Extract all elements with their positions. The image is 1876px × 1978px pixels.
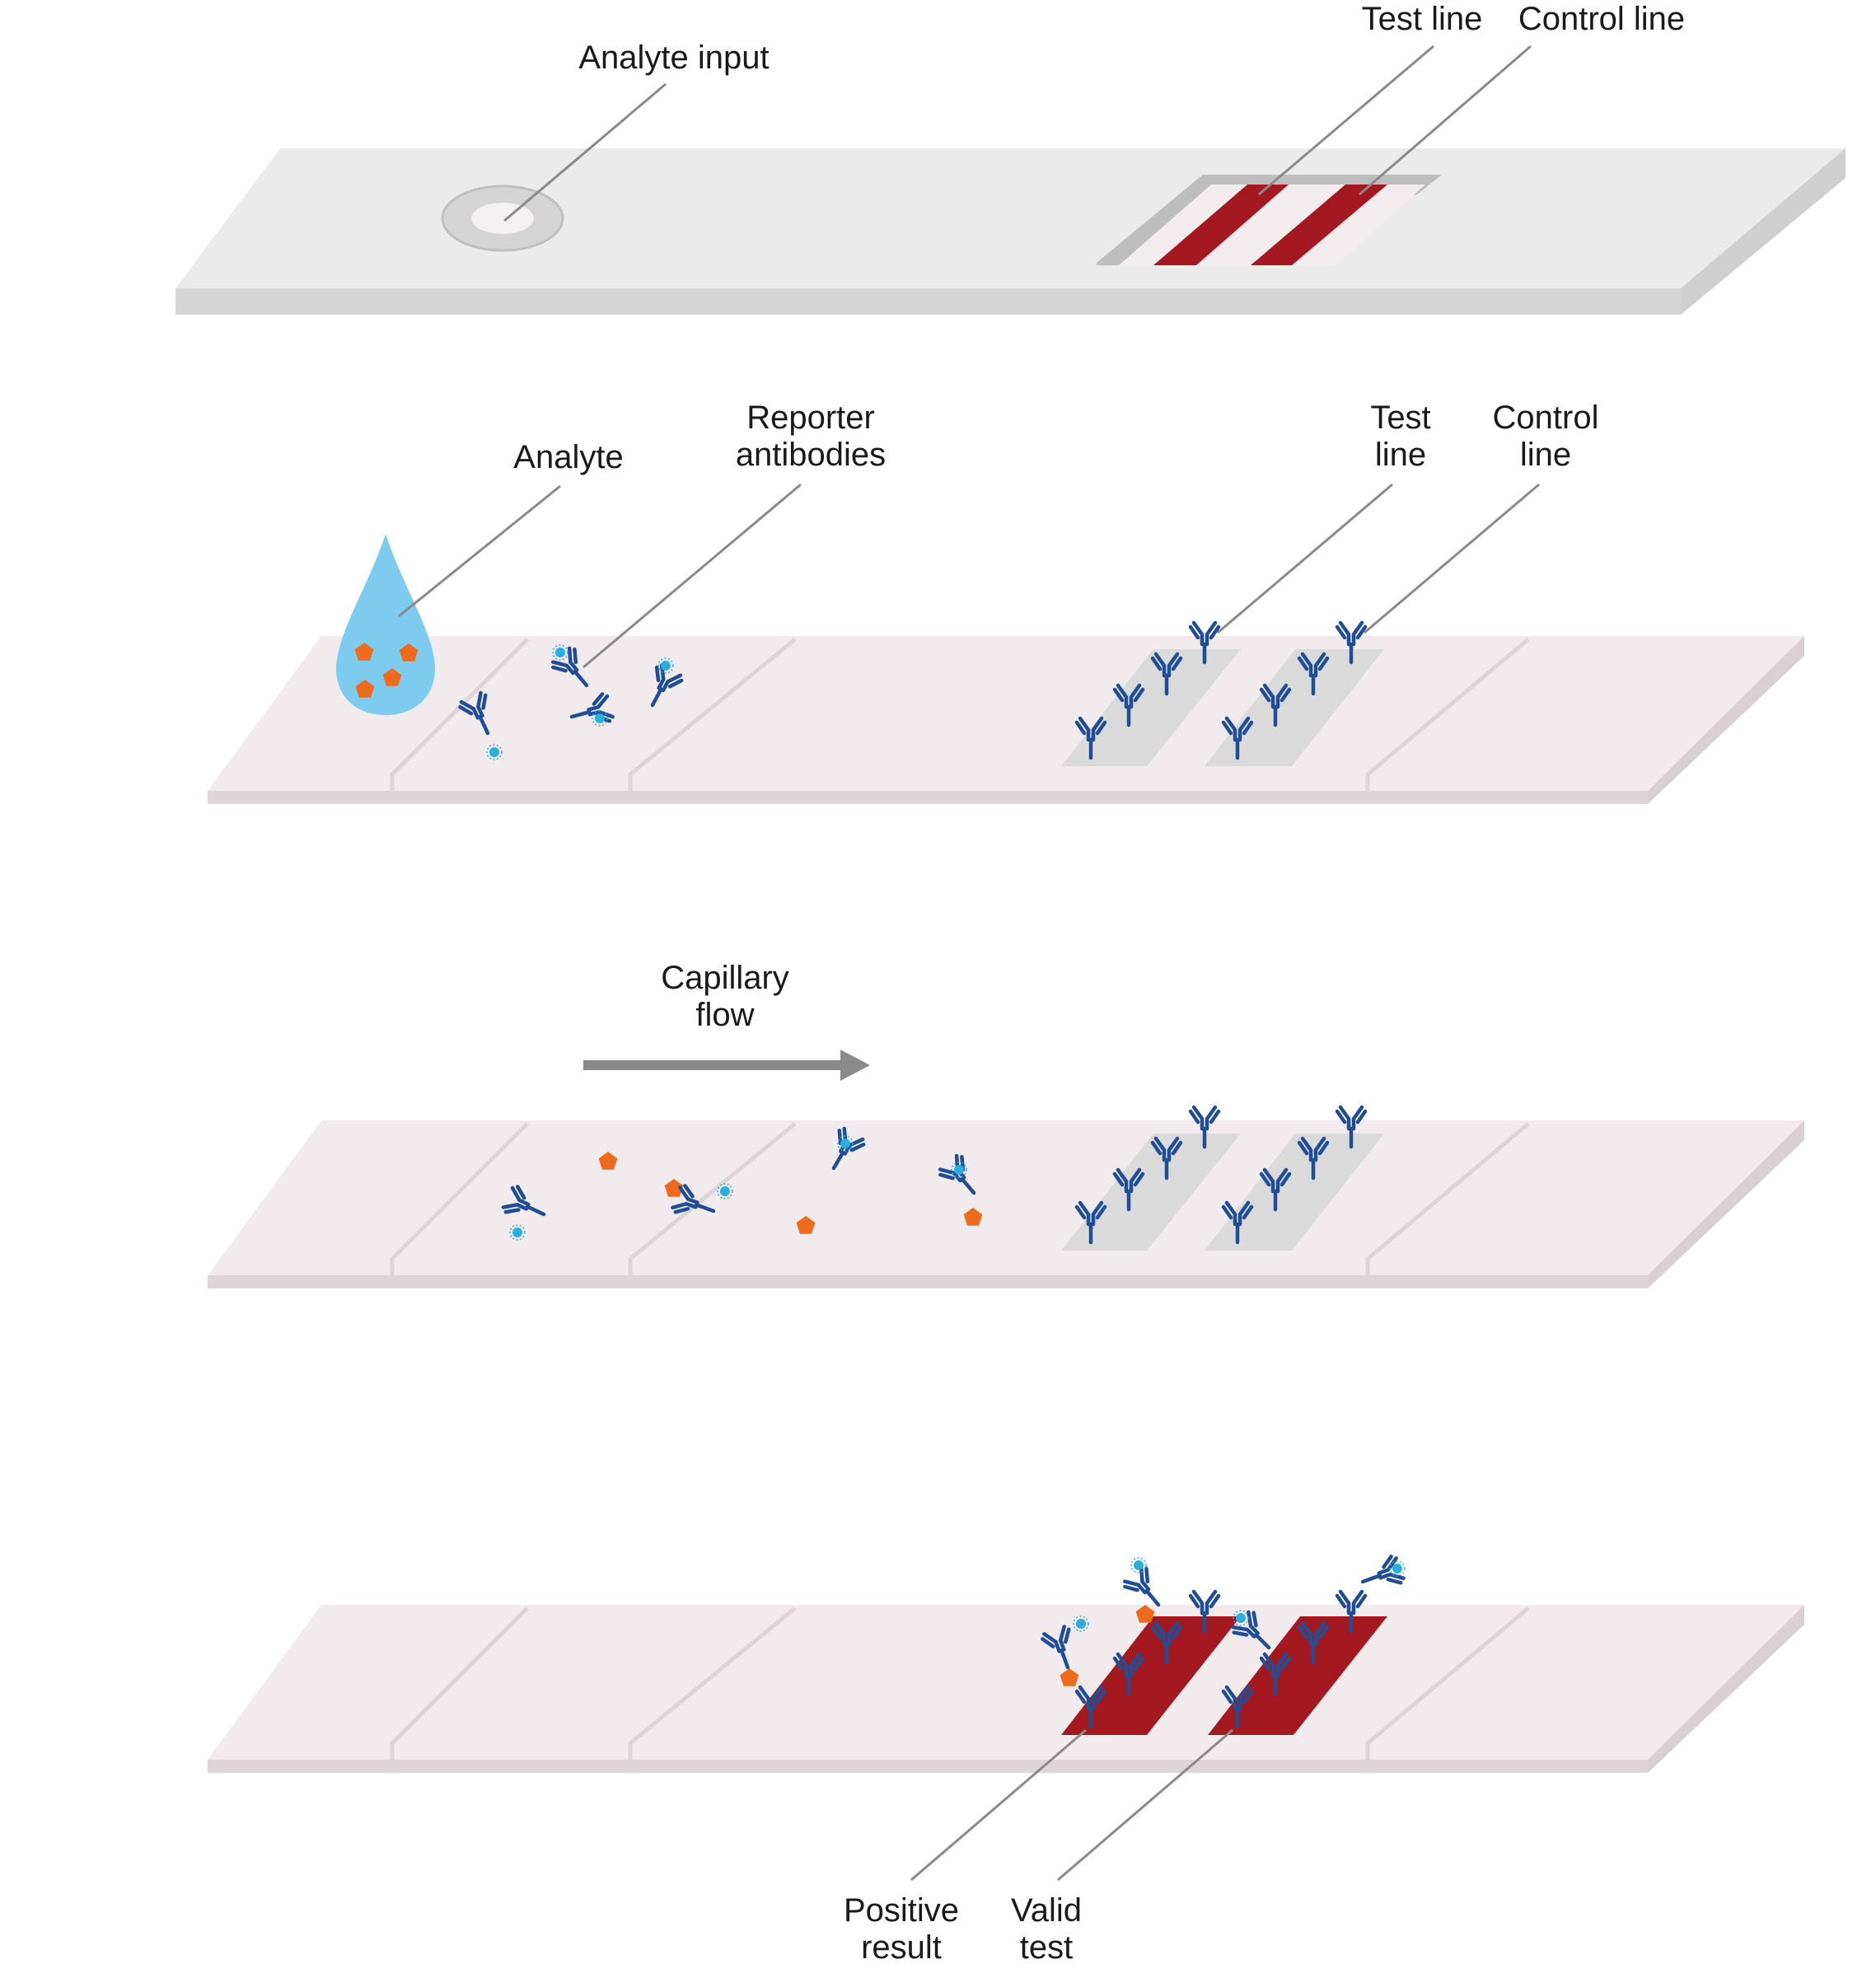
result-test-line: [1061, 1616, 1241, 1735]
flow-arrow: [583, 1050, 870, 1081]
label-control-2: line: [1520, 437, 1571, 473]
strip-result: [208, 1605, 1804, 1773]
leader-lines-panel1: [503, 44, 1532, 222]
label-test-1: Test: [1370, 400, 1430, 436]
label-positive-2: result: [861, 1929, 942, 1966]
label-reporter-2: antibodies: [736, 437, 886, 473]
result-control-line: [1208, 1616, 1387, 1735]
label-valid-1: Valid: [1011, 1892, 1082, 1929]
label-valid-2: test: [1020, 1929, 1073, 1966]
leader-lines-panel2: [398, 483, 1540, 669]
strip-sample-applied: [208, 636, 1804, 804]
label-control-line-top: Control line: [1518, 1, 1685, 37]
label-capillary-1: Capillary: [661, 960, 789, 996]
cassette-control-line: [1251, 185, 1387, 265]
label-control-1: Control: [1493, 400, 1599, 436]
result-window: [1096, 175, 1442, 265]
label-analyte-input: Analyte input: [578, 40, 769, 76]
label-analyte: Analyte: [513, 439, 623, 475]
label-reporter-1: Reporter: [746, 400, 875, 436]
leader-lines-panel4: [910, 1728, 1233, 1882]
label-test-2: line: [1375, 437, 1426, 473]
label-test-line-top: Test line: [1362, 1, 1483, 37]
label-capillary-2: flow: [695, 997, 754, 1033]
test-cassette: [175, 148, 1846, 315]
label-positive-1: Positive: [844, 1892, 959, 1929]
sample-drop: [336, 534, 435, 715]
cassette-test-line: [1153, 185, 1289, 265]
sample-well: [441, 185, 564, 252]
strip-capillary-flow: [208, 1120, 1804, 1288]
